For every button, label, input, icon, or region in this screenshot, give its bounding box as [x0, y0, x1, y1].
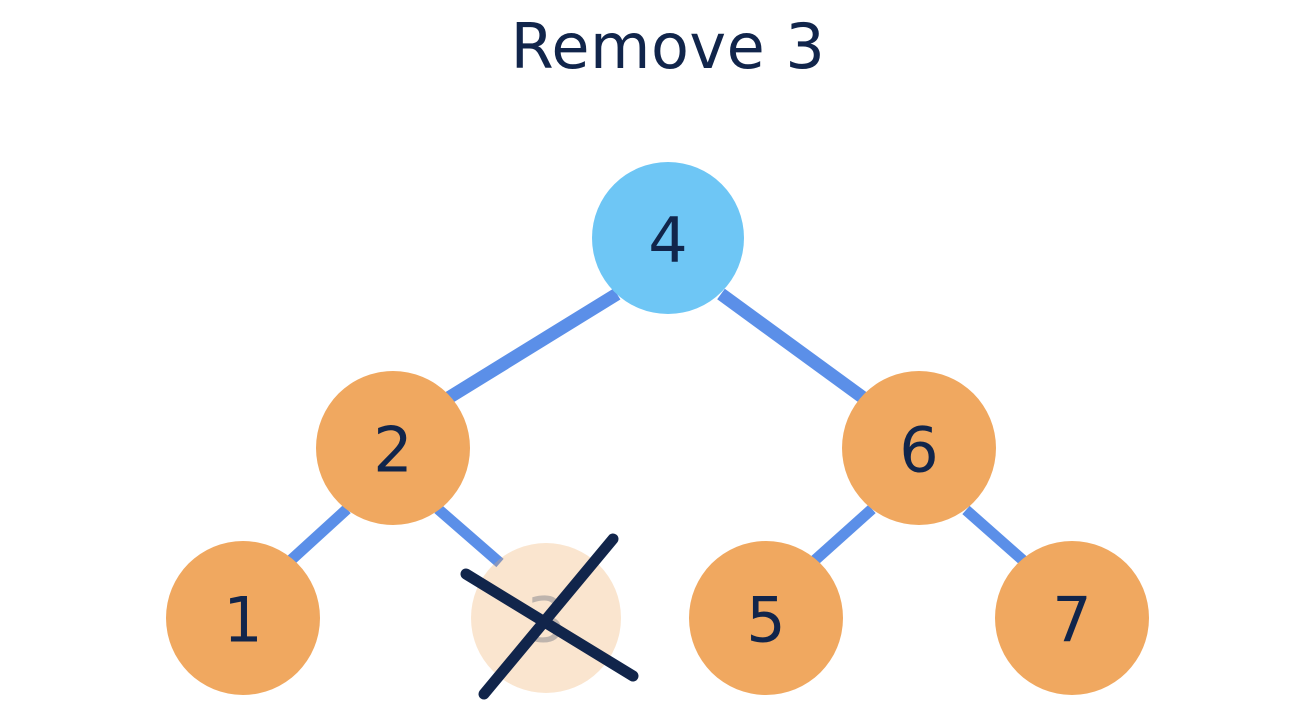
- tree-node-6[interactable]: 6: [842, 371, 996, 525]
- tree-edge: [962, 505, 1030, 568]
- node-circle: [316, 371, 470, 525]
- node-label: 4: [648, 204, 687, 277]
- tree-edge: [810, 504, 876, 566]
- tree-edge: [286, 504, 351, 566]
- tree-edge: [434, 504, 504, 568]
- edge-group: [286, 288, 1030, 568]
- tree-edge: [441, 288, 621, 406]
- node-circle: [842, 371, 996, 525]
- node-label: 1: [223, 584, 262, 657]
- removal-strike-group: [460, 533, 639, 700]
- node-label: 7: [1052, 584, 1091, 657]
- removal-strike-icon: [478, 533, 619, 700]
- node-circle: [166, 541, 320, 695]
- tree-node-2[interactable]: 2: [316, 371, 470, 525]
- node-group: 4261357: [166, 162, 1149, 695]
- tree-node-4[interactable]: 4: [592, 162, 744, 314]
- removal-strike-icon: [460, 568, 639, 682]
- node-circle: [995, 541, 1149, 695]
- node-label: 6: [899, 414, 938, 487]
- node-label: 5: [746, 584, 785, 657]
- node-label: 2: [373, 414, 412, 487]
- node-circle: [592, 162, 744, 314]
- tree-node-5[interactable]: 5: [689, 541, 843, 695]
- node-circle: [689, 541, 843, 695]
- tree-node-1[interactable]: 1: [166, 541, 320, 695]
- page-title: Remove 3: [511, 10, 826, 83]
- tree-node-7[interactable]: 7: [995, 541, 1149, 695]
- tree-edge: [717, 288, 873, 408]
